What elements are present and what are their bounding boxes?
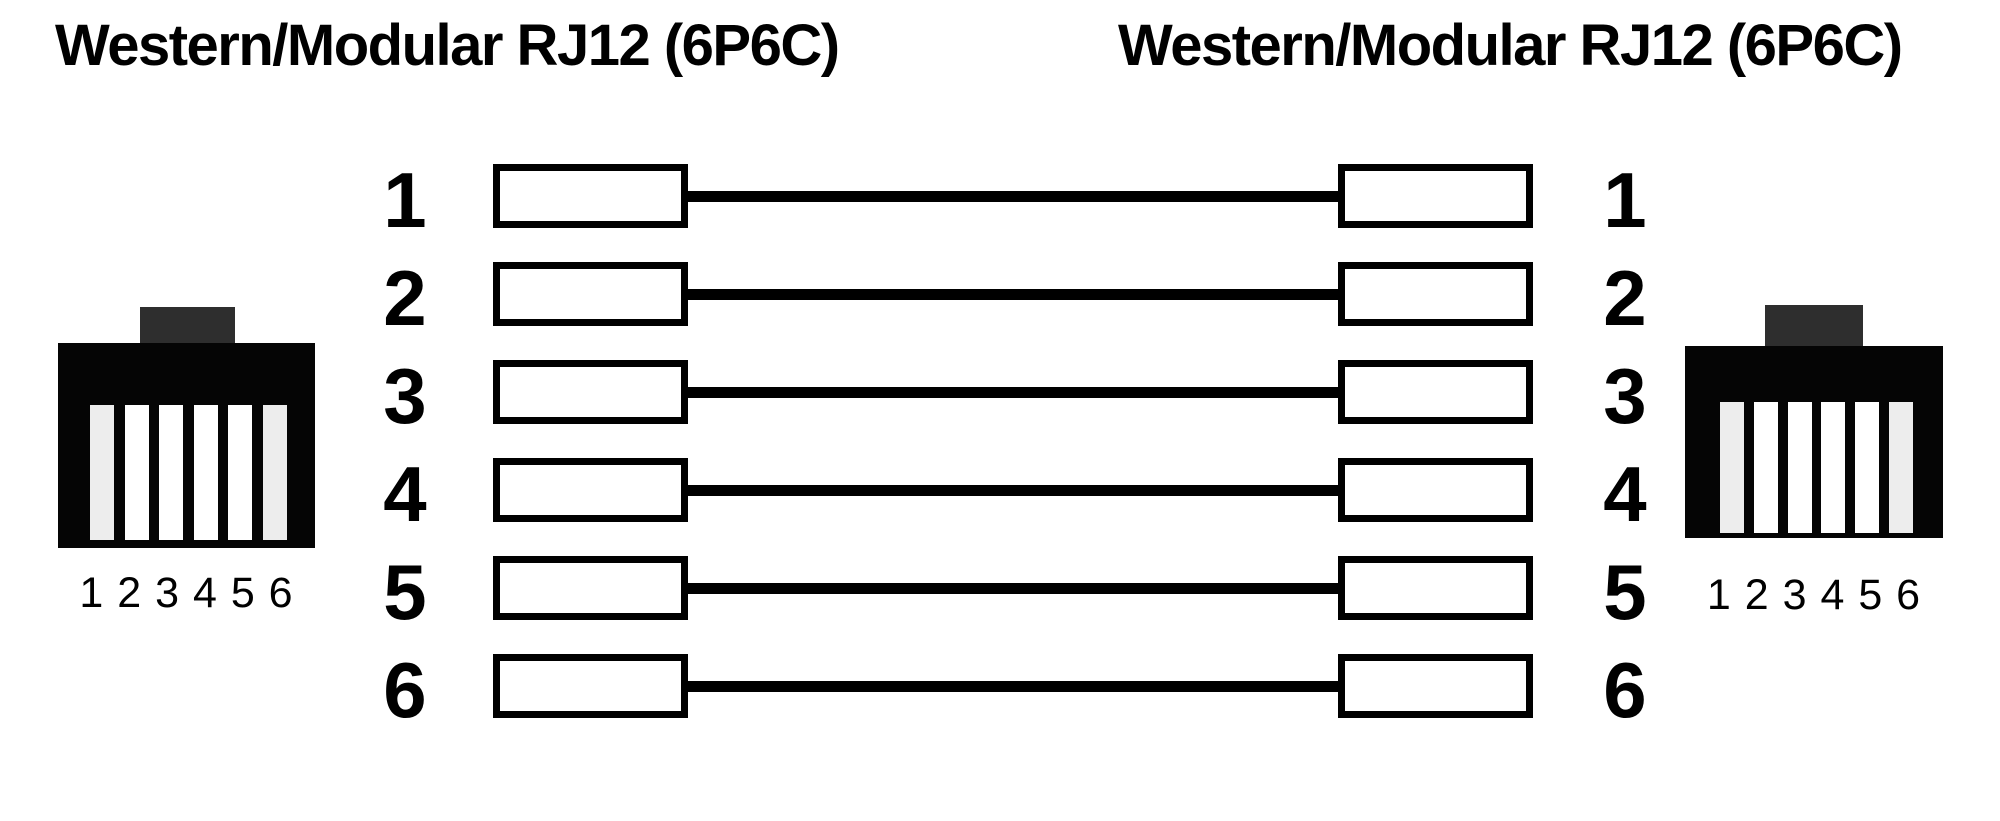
wire-line: [686, 387, 1341, 398]
pin-contact-stripe: [124, 405, 149, 540]
pin-contact-stripe: [262, 405, 287, 540]
left-pin-terminal: [493, 164, 688, 228]
wiring-row: 6 6: [0, 646, 2000, 734]
left-pin-number: 1: [383, 156, 427, 244]
connector-pin-contacts: [1720, 402, 1913, 533]
left-connector-pin-numbers: 1 2 3 4 5 6: [79, 569, 294, 617]
wire-line: [686, 289, 1341, 300]
right-rj12-connector: 1 2 3 4 5 6: [1685, 305, 1943, 625]
wiring-row: 5 5: [0, 548, 2000, 636]
right-pin-number: 4: [1603, 450, 1647, 538]
left-pin-terminal: [493, 360, 688, 424]
left-rj12-connector: 1 2 3 4 5 6: [58, 307, 315, 627]
wire-line: [686, 485, 1341, 496]
left-pin-number: 4: [383, 450, 427, 538]
right-pin-number: 2: [1603, 254, 1647, 342]
left-pin-number: 5: [383, 548, 427, 636]
connector-clip-tab-icon: [140, 307, 235, 349]
left-pin-number: 6: [383, 646, 427, 734]
right-pin-number: 6: [1603, 646, 1647, 734]
pin-contact-stripe: [1720, 402, 1744, 533]
connector-body-icon: [1685, 346, 1943, 538]
right-pin-number: 3: [1603, 352, 1647, 440]
pin-contact-stripe: [193, 405, 218, 540]
right-pin-terminal: [1338, 262, 1533, 326]
pin-contact-stripe: [1753, 402, 1778, 533]
right-pin-terminal: [1338, 360, 1533, 424]
wiring-row: 4 4: [0, 450, 2000, 538]
right-connector-title: Western/Modular RJ12 (6P6C): [1118, 13, 1903, 78]
connector-body-icon: [58, 343, 315, 548]
left-pin-number: 2: [383, 254, 427, 342]
left-pin-terminal: [493, 262, 688, 326]
left-connector-title: Western/Modular RJ12 (6P6C): [55, 13, 840, 78]
wiring-row: 3 3: [0, 352, 2000, 440]
left-pin-terminal: [493, 654, 688, 718]
pin-contact-stripe: [1888, 402, 1913, 533]
right-connector-pin-numbers: 1 2 3 4 5 6: [1706, 571, 1922, 619]
wire-line: [686, 681, 1341, 692]
wire-line: [686, 191, 1341, 202]
left-pin-terminal: [493, 556, 688, 620]
right-pin-number: 1: [1603, 156, 1647, 244]
pin-contact-stripe: [228, 405, 253, 540]
right-pin-terminal: [1338, 164, 1533, 228]
wire-line: [686, 583, 1341, 594]
connector-pin-contacts: [90, 405, 287, 540]
wiring-row: 2 2: [0, 254, 2000, 342]
left-pin-number: 3: [383, 352, 427, 440]
right-pin-terminal: [1338, 654, 1533, 718]
pin-contact-stripe: [1787, 402, 1812, 533]
left-pin-terminal: [493, 458, 688, 522]
wiring-row: 1 1: [0, 156, 2000, 244]
pin-contact-stripe: [1855, 402, 1880, 533]
right-pin-terminal: [1338, 458, 1533, 522]
connector-clip-tab-icon: [1765, 305, 1863, 349]
right-pin-number: 5: [1603, 548, 1647, 636]
pin-contact-stripe: [159, 405, 184, 540]
pin-contact-stripe: [90, 405, 114, 540]
pin-contact-stripe: [1821, 402, 1846, 533]
right-pin-terminal: [1338, 556, 1533, 620]
